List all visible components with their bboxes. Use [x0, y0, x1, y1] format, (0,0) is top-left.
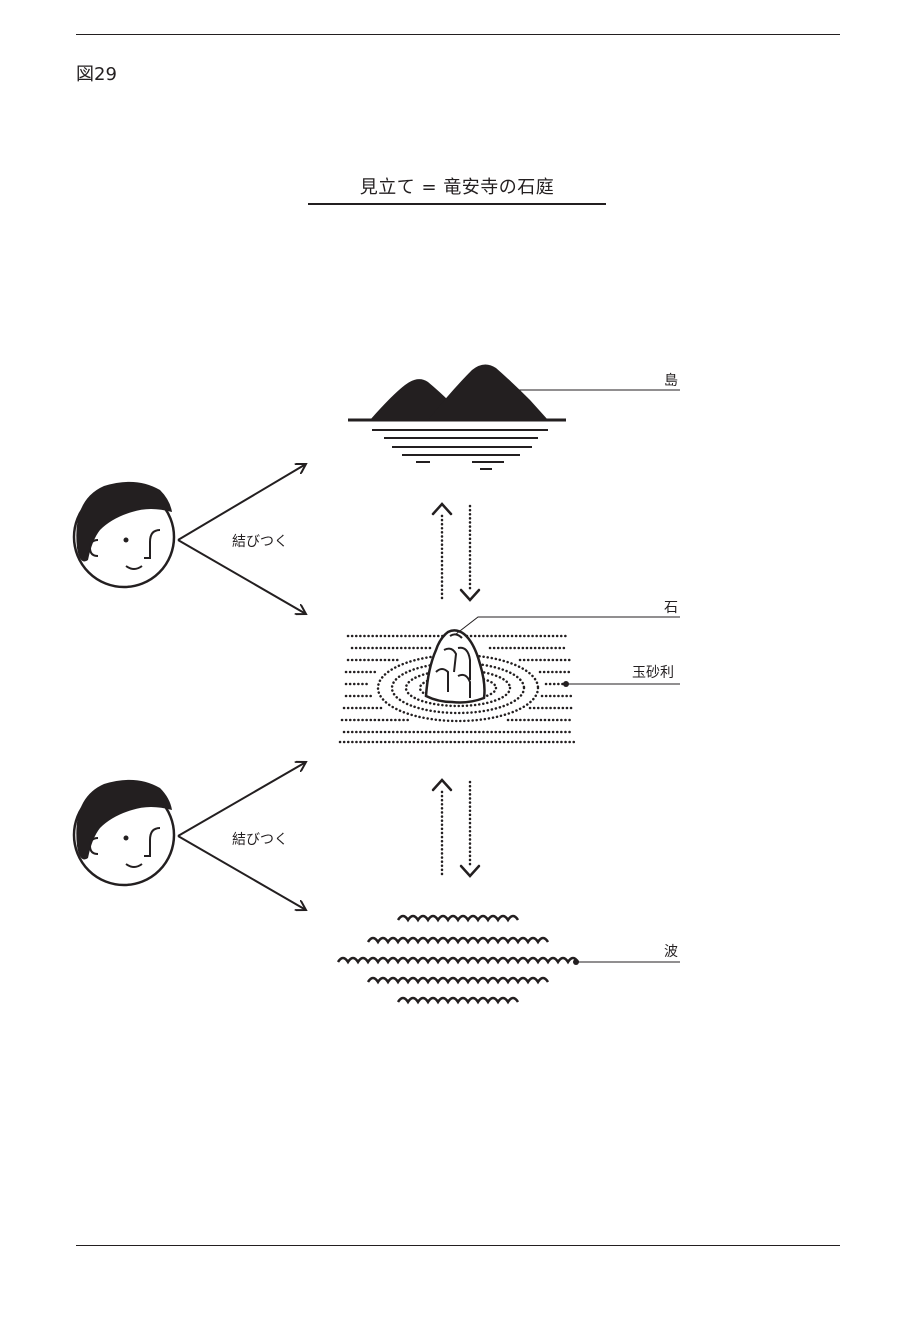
top-rule — [76, 34, 840, 35]
person-head-bottom — [72, 779, 176, 887]
gravel-leader-dot — [563, 681, 569, 687]
wave-row — [366, 936, 550, 945]
connect-arrows-bottom — [177, 762, 306, 910]
wave-leader-dot — [573, 959, 579, 965]
diagram-title: 見立て = 竜安寺の石庭 — [359, 177, 555, 198]
wave-label: 波 — [664, 944, 678, 960]
gravel-label: 玉砂利 — [632, 665, 674, 681]
wave-row — [396, 914, 520, 923]
dotted-arrows-top — [431, 502, 481, 602]
rock — [424, 629, 486, 704]
connect-label-top: 結びつく — [232, 534, 288, 550]
mountain-right — [428, 364, 548, 420]
island-illustration — [348, 364, 566, 470]
connect-arrows-top — [177, 464, 306, 614]
rock-garden-illustration — [338, 629, 576, 744]
person-head-top — [72, 481, 176, 589]
stone-leader-line — [455, 616, 680, 635]
title-underline — [308, 203, 606, 205]
figure-number: 図29 — [76, 64, 117, 85]
wave-row — [396, 996, 520, 1005]
dotted-arrows-bottom — [431, 778, 481, 878]
connect-label-bottom: 結びつく — [232, 832, 288, 848]
waves-illustration — [336, 914, 580, 1005]
stone-label: 石 — [664, 600, 678, 616]
island-label: 島 — [664, 373, 678, 389]
wave-row — [336, 956, 580, 965]
wave-row — [366, 976, 550, 985]
bottom-rule — [76, 1245, 840, 1246]
